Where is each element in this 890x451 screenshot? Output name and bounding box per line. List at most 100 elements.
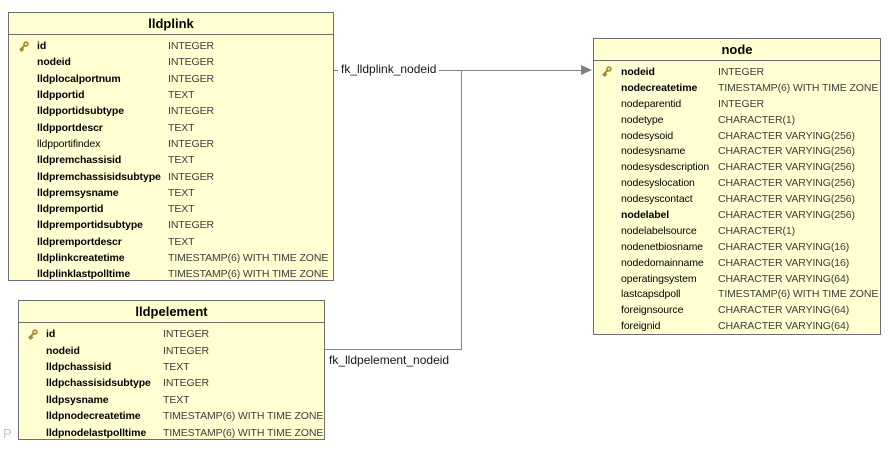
- table-row: foreignid CHARACTER VARYING(64): [594, 318, 880, 334]
- column-name: lldpnodecreatetime: [46, 410, 141, 423]
- column-type: CHARACTER VARYING(256): [718, 193, 855, 206]
- column-type: CHARACTER(1): [718, 224, 795, 237]
- table-row: nodenetbiosname CHARACTER VARYING(16): [594, 239, 880, 255]
- primary-key-icon: [600, 65, 621, 78]
- table-row: lldpchassisidsubtype INTEGER: [19, 375, 324, 391]
- column-type: TIMESTAMP(6) WITH TIME ZONE: [168, 268, 329, 281]
- table-row: nodetype CHARACTER(1): [594, 112, 880, 128]
- column-type: TEXT: [163, 393, 190, 406]
- column-name: lldpportifindex: [37, 137, 101, 150]
- column-type: CHARACTER VARYING(64): [718, 304, 850, 317]
- column-name: lldplinkcreatetime: [37, 252, 125, 264]
- column-type: INTEGER: [163, 344, 209, 357]
- column-type: CHARACTER VARYING(256): [718, 129, 855, 142]
- table-row: nodesyscontact CHARACTER VARYING(256): [594, 191, 880, 207]
- relation-label-fk-lldpelement-nodeid: fk_lldpelement_nodeid: [326, 352, 453, 368]
- column-type: INTEGER: [168, 72, 214, 85]
- column-type: CHARACTER VARYING(16): [718, 256, 850, 269]
- column-type: INTEGER: [163, 328, 209, 341]
- table-row: nodesysoid CHARACTER VARYING(256): [594, 128, 880, 144]
- column-type: TIMESTAMP(6) WITH TIME ZONE: [163, 426, 324, 439]
- relation-label-fk-lldplink-nodeid: fk_lldplink_nodeid: [338, 61, 440, 77]
- column-name: operatingsystem: [621, 272, 697, 285]
- column-name: nodesysname: [621, 145, 686, 158]
- column-name: nodetype: [621, 113, 664, 126]
- column-type: INTEGER: [163, 377, 209, 390]
- column-name: lldpchassisidsubtype: [46, 377, 151, 390]
- edge-lldplink-to-node: [334, 70, 583, 71]
- column-type: TEXT: [168, 203, 195, 216]
- table-row: nodeid INTEGER: [9, 54, 333, 70]
- column-type: CHARACTER VARYING(16): [718, 240, 850, 253]
- primary-key-icon: [26, 328, 46, 341]
- primary-key-icon: [17, 40, 37, 53]
- column-type: INTEGER: [718, 97, 764, 110]
- column-type: INTEGER: [718, 65, 764, 78]
- column-name: nodeparentid: [621, 97, 682, 110]
- table-row: nodedomainname CHARACTER VARYING(16): [594, 255, 880, 271]
- column-type: CHARACTER VARYING(256): [718, 145, 855, 158]
- table-row: lldpsysname TEXT: [19, 392, 324, 408]
- column-name: foreignid: [621, 320, 661, 333]
- column-type: TEXT: [168, 154, 195, 167]
- table-row: lldpportidsubtype INTEGER: [9, 103, 333, 119]
- column-name: nodeid: [37, 56, 71, 69]
- column-type: TIMESTAMP(6) WITH TIME ZONE: [163, 410, 324, 423]
- table-row: nodeparentid INTEGER: [594, 96, 880, 112]
- column-name: lldplinklastpolltime: [37, 268, 131, 281]
- column-name: nodedomainname: [621, 256, 704, 269]
- column-type: CHARACTER VARYING(256): [718, 208, 855, 221]
- column-type: INTEGER: [168, 56, 214, 69]
- table-row: id INTEGER: [19, 326, 324, 342]
- table-title: lldpelement: [19, 301, 324, 323]
- column-name: lldpremsysname: [37, 186, 119, 199]
- column-name: lldpremchassisidsubtype: [37, 170, 161, 183]
- column-name: nodesysoid: [621, 129, 674, 142]
- column-type: CHARACTER VARYING(64): [718, 320, 850, 333]
- column-name: id: [46, 328, 56, 341]
- column-type: CHARACTER VARYING(256): [718, 161, 855, 174]
- column-name: nodesyscontact: [621, 193, 693, 206]
- column-type: TEXT: [168, 235, 195, 248]
- column-name: lldpremportdescr: [37, 235, 122, 248]
- column-name: nodeid: [46, 344, 80, 357]
- column-type: INTEGER: [168, 170, 214, 183]
- edge-lldpelement-vertical-segment: [461, 70, 462, 350]
- column-name: lldpsysname: [46, 393, 109, 406]
- column-name: lldpportidsubtype: [37, 105, 124, 118]
- table-row: lldplinklastpolltime TIMESTAMP(6) WITH TI…: [9, 266, 333, 282]
- column-name: nodecreatetime: [621, 81, 698, 94]
- column-type: INTEGER: [168, 105, 214, 118]
- column-name: nodelabelsource: [621, 224, 697, 237]
- column-name: nodesysdescription: [621, 161, 710, 174]
- column-type: TEXT: [168, 121, 195, 134]
- table-row: lldpremchassisidsubtype INTEGER: [9, 168, 333, 184]
- column-name: nodenetbiosname: [621, 240, 703, 253]
- column-type: INTEGER: [168, 40, 214, 53]
- column-name: lldpchassisid: [46, 360, 112, 373]
- column-type: CHARACTER(1): [718, 113, 795, 126]
